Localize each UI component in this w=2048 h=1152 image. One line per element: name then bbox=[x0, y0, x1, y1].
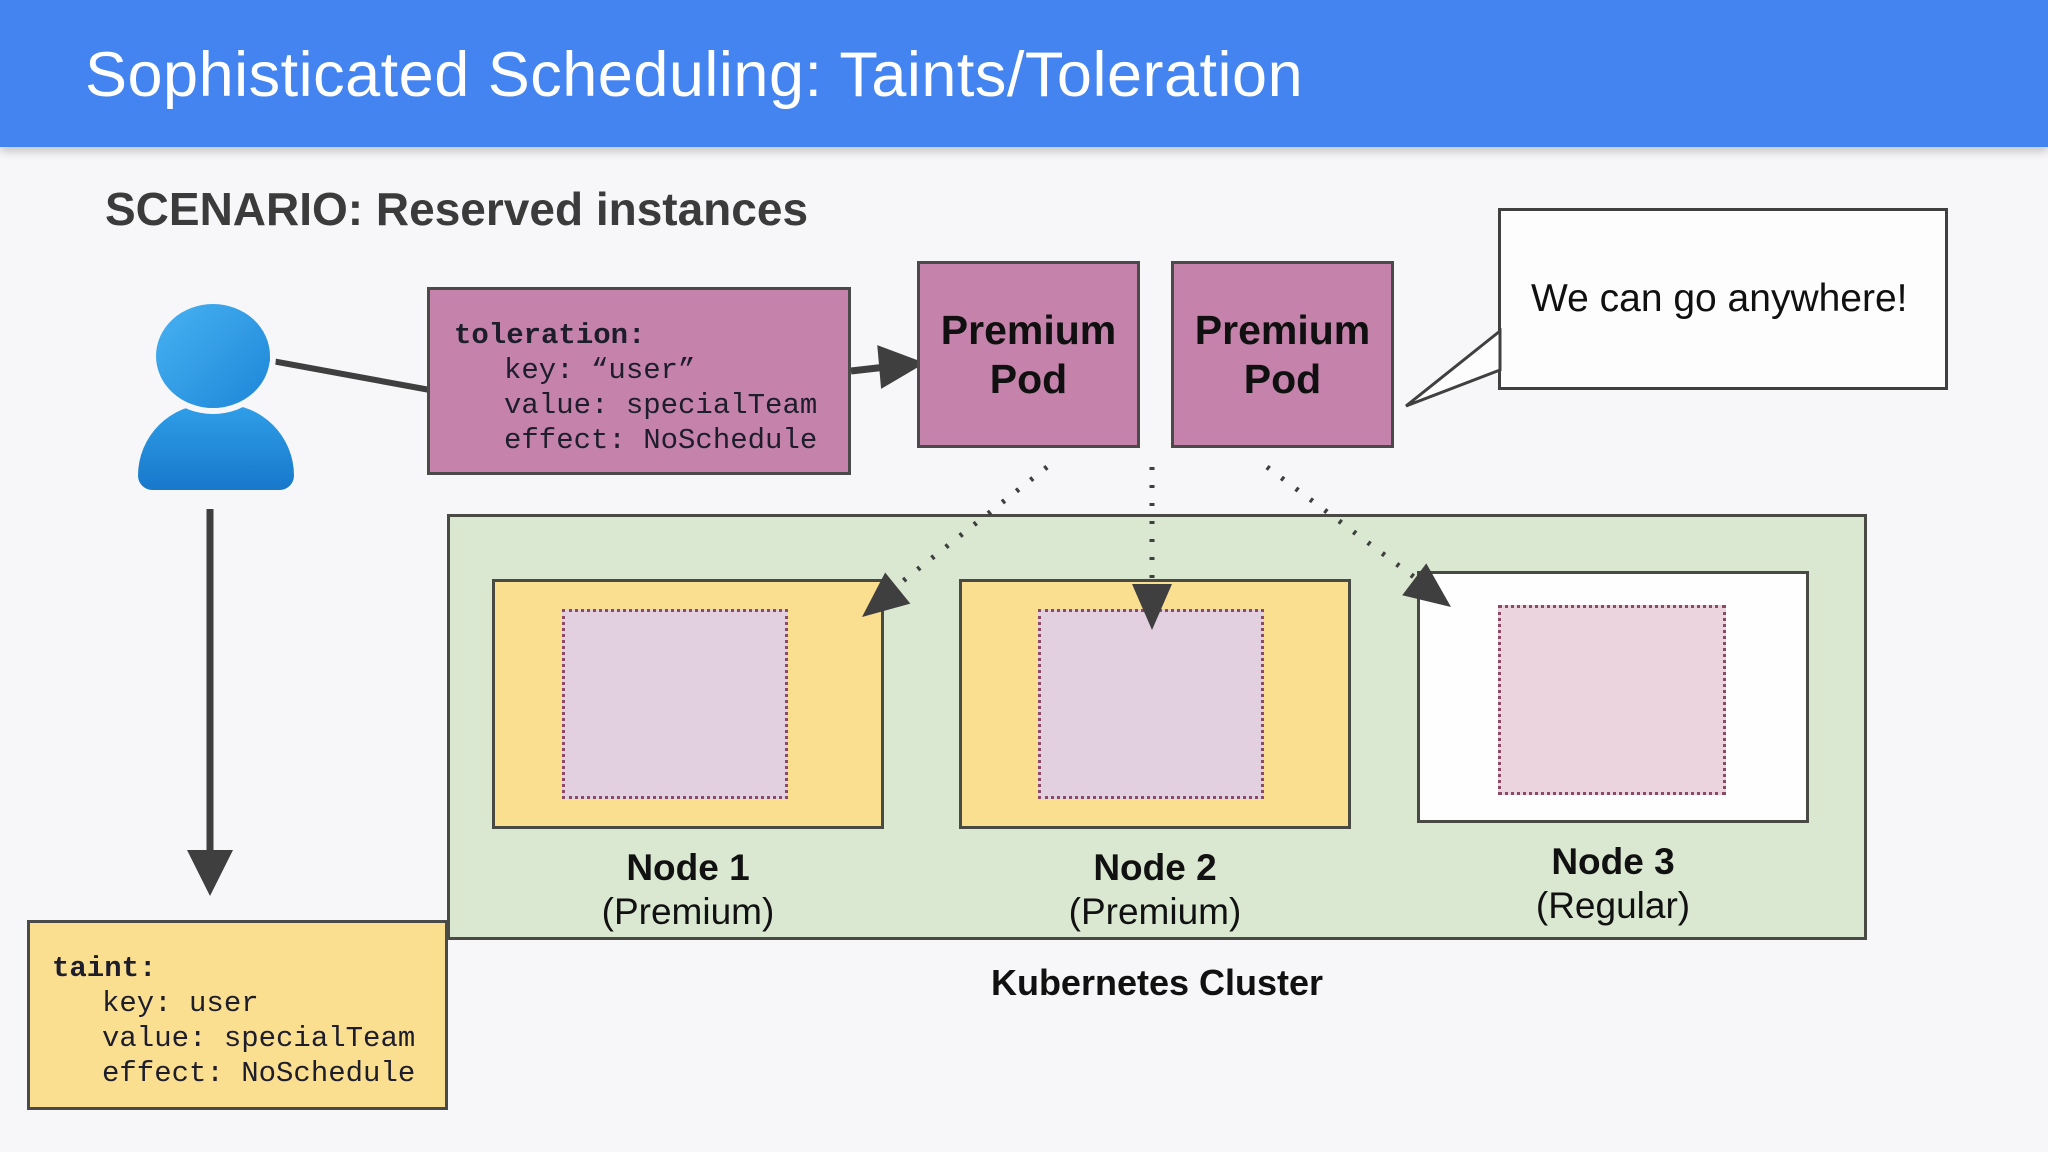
node-3-label: Node 3 (Regular) bbox=[1417, 840, 1809, 928]
speech-bubble: We can go anywhere! bbox=[1498, 208, 1948, 390]
person-to-taint-arrowhead bbox=[187, 850, 233, 896]
node-2-type: (Premium) bbox=[1068, 891, 1242, 932]
node-1-pod-slot bbox=[562, 609, 788, 799]
node-1-name: Node 1 bbox=[626, 847, 750, 888]
slide-title: Sophisticated Scheduling: Taints/Tolerat… bbox=[85, 40, 1304, 110]
premium-pod-2: Premium Pod bbox=[1171, 261, 1394, 448]
taint-key-line: key: user bbox=[102, 987, 259, 1020]
taint-effect-line: effect: NoSchedule bbox=[102, 1057, 416, 1090]
toleration-box: toleration: key: “user” value: specialTe… bbox=[427, 287, 851, 475]
node-3-name: Node 3 bbox=[1551, 841, 1675, 882]
toleration-value-line: value: specialTeam bbox=[504, 389, 818, 422]
scenario-heading: SCENARIO: Reserved instances bbox=[105, 183, 809, 235]
toleration-to-pod-arrow-line bbox=[850, 363, 887, 375]
user-icon-head bbox=[156, 304, 270, 408]
taint-box: taint: key: user value: specialTeam effe… bbox=[27, 920, 448, 1110]
toleration-title: toleration: bbox=[454, 319, 646, 352]
taint-title: taint: bbox=[52, 952, 157, 985]
node-2-label: Node 2 (Premium) bbox=[959, 846, 1351, 934]
speech-bubble-tail bbox=[1405, 327, 1502, 408]
toleration-key-line: key: “user” bbox=[504, 354, 696, 387]
user-icon-body bbox=[138, 404, 294, 490]
node-2-pod-slot bbox=[1038, 609, 1264, 799]
node-1-label: Node 1 (Premium) bbox=[492, 846, 884, 934]
cluster-label: Kubernetes Cluster bbox=[990, 962, 1324, 1003]
node-2-name: Node 2 bbox=[1093, 847, 1217, 888]
toleration-effect-line: effect: NoSchedule bbox=[504, 424, 818, 457]
node-3-pod-slot bbox=[1498, 605, 1726, 795]
premium-pod-1: Premium Pod bbox=[917, 261, 1140, 448]
header-bar: Sophisticated Scheduling: Taints/Tolerat… bbox=[0, 0, 2048, 147]
node-3-type: (Regular) bbox=[1535, 885, 1691, 926]
node-1-type: (Premium) bbox=[601, 891, 775, 932]
user-icon bbox=[138, 304, 294, 490]
taint-value-line: value: specialTeam bbox=[102, 1022, 416, 1055]
speech-bubble-text: We can go anywhere! bbox=[1531, 277, 1908, 320]
